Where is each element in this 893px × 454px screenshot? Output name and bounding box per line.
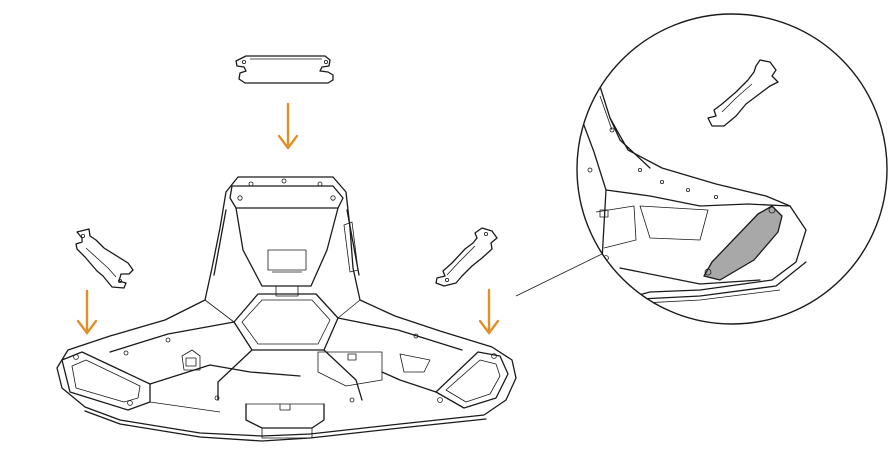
magnified-pad-detail — [576, 13, 888, 325]
top-pad — [235, 55, 334, 84]
right-pad — [435, 227, 498, 287]
right-arrow — [478, 288, 500, 335]
left-pad — [75, 228, 134, 289]
leader-line — [515, 251, 607, 297]
top-arrow — [277, 102, 299, 150]
highlighted-pad — [703, 205, 783, 281]
robot-base-underside — [56, 176, 517, 442]
left-arrow — [76, 289, 98, 335]
